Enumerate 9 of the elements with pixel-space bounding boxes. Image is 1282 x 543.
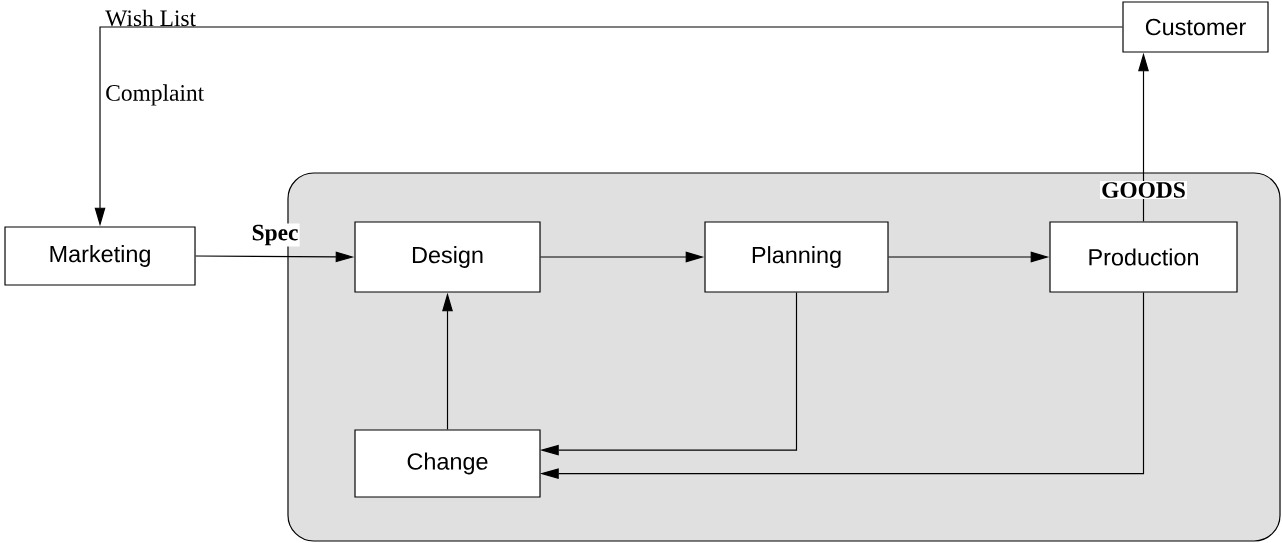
line-label: Wish List <box>105 9 196 27</box>
process-box: Customer <box>1122 1 1269 53</box>
process-box: Planning <box>704 221 889 293</box>
line-label: Complaint <box>106 84 205 106</box>
process-box: Design <box>354 221 541 293</box>
process-box: Marketing <box>4 226 196 286</box>
process-box: Production <box>1049 221 1238 293</box>
edge-label: Spec <box>250 223 300 247</box>
process-box: Change <box>354 429 541 498</box>
